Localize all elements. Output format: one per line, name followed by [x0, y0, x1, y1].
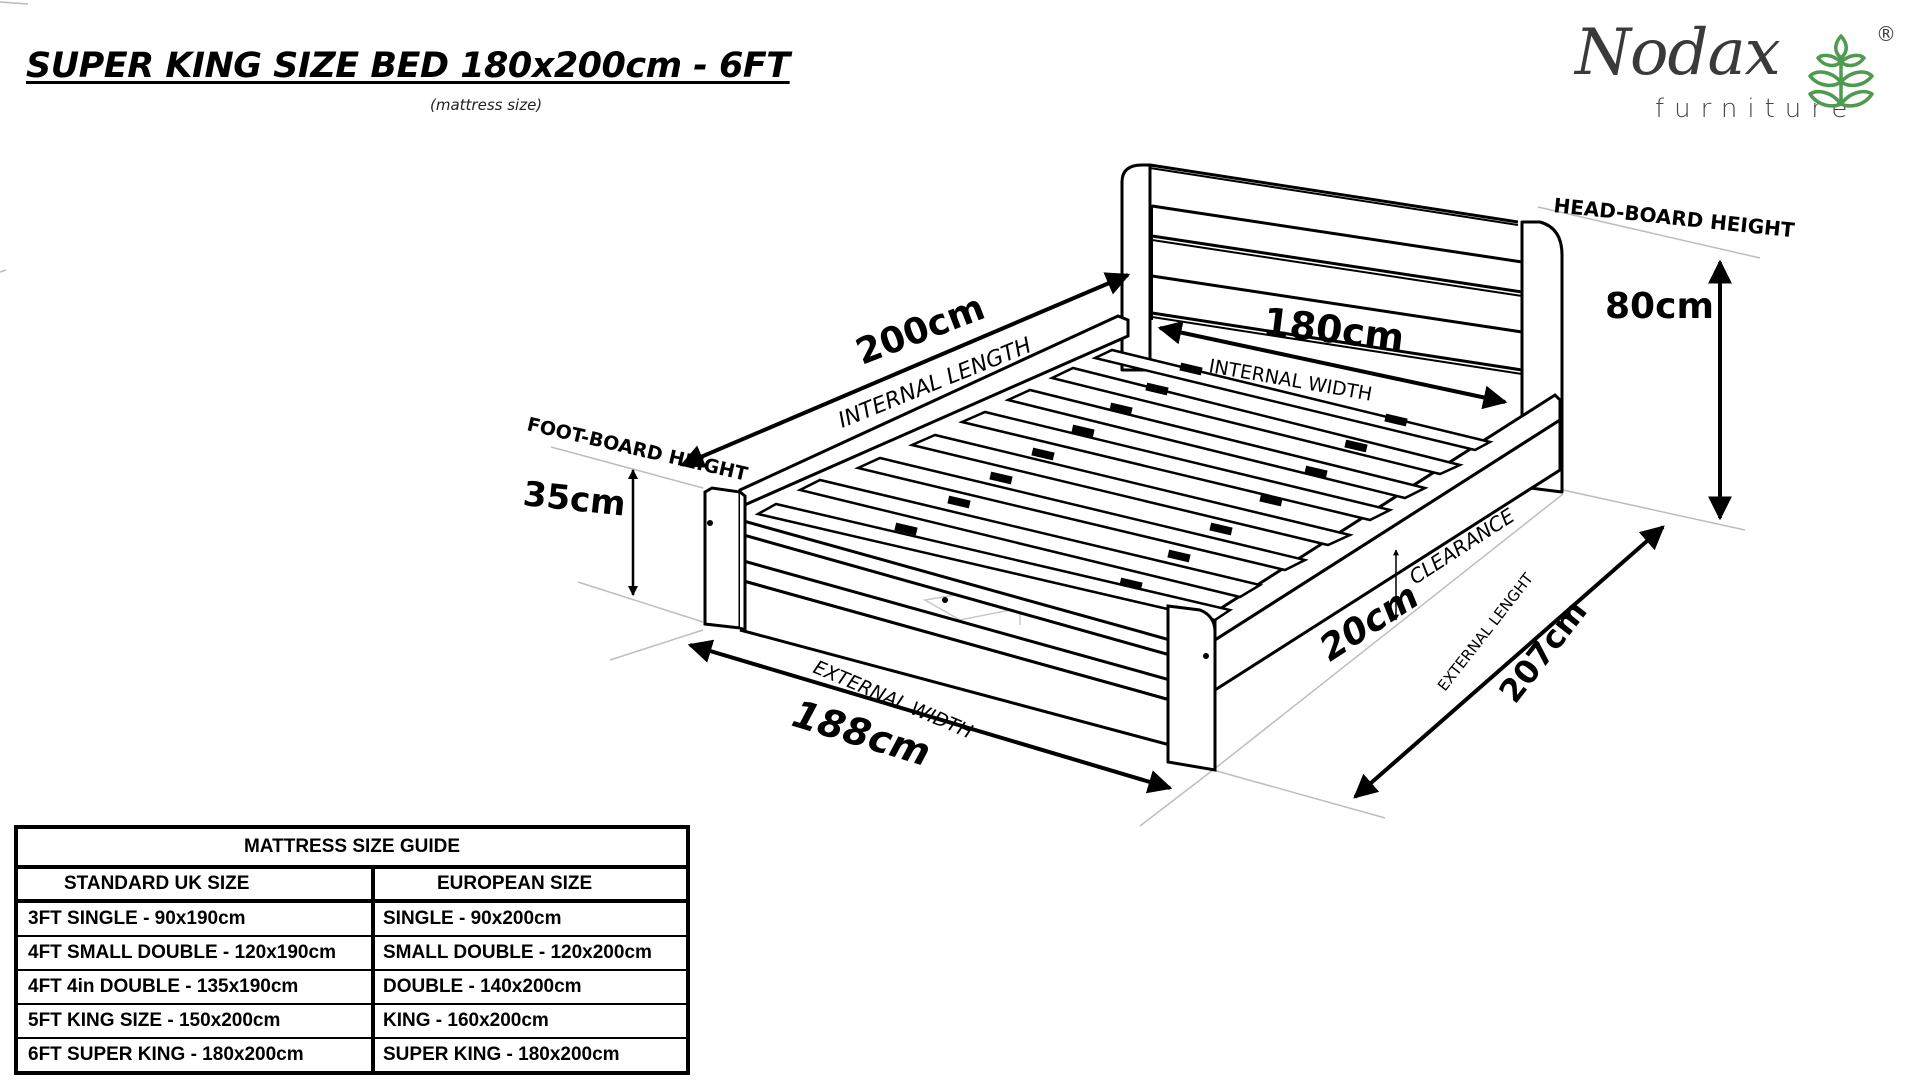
uk-size-cell: 4FT SMALL DOUBLE - 120x190cm: [18, 937, 375, 969]
eu-size-cell: SMALL DOUBLE - 120x200cm: [383, 942, 652, 963]
headboard-height-label: HEAD-BOARD HEIGHT: [1552, 193, 1795, 242]
table-row: 6FT SUPER KING - 180x200cm SUPER KING - …: [18, 1039, 686, 1071]
eu-size-cell: KING - 160x200cm: [383, 1010, 549, 1031]
footboard-height-value: 35cm: [521, 474, 628, 525]
uk-size-cell: 4FT 4in DOUBLE - 135x190cm: [18, 971, 375, 1003]
bolt: [942, 597, 948, 603]
bolt: [707, 520, 713, 526]
column-header-eu: EUROPEAN SIZE: [437, 873, 593, 894]
table-row: 4FT SMALL DOUBLE - 120x190cm SMALL DOUBL…: [18, 937, 686, 971]
table-row: 5FT KING SIZE - 150x200cm KING - 160x200…: [18, 1005, 686, 1039]
table-row: 4FT 4in DOUBLE - 135x190cm DOUBLE - 140x…: [18, 971, 686, 1005]
page-subtitle: (mattress size): [430, 96, 543, 114]
table-row: 3FT SINGLE - 90x190cm SINGLE - 90x200cm: [18, 903, 686, 937]
table-title: MATTRESS SIZE GUIDE: [18, 829, 686, 869]
brand-name: Nodax: [1575, 16, 1781, 90]
uk-size-cell: 6FT SUPER KING - 180x200cm: [18, 1039, 375, 1071]
column-header-uk: STANDARD UK SIZE: [18, 869, 375, 899]
eu-size-cell: SUPER KING - 180x200cm: [383, 1044, 620, 1065]
leaf-icon: [1808, 34, 1874, 108]
eu-size-cell: SINGLE - 90x200cm: [383, 908, 562, 929]
edge-artifact: [0, 269, 7, 273]
table-header-row: STANDARD UK SIZE EUROPEAN SIZE: [18, 869, 686, 903]
bolt: [1203, 653, 1209, 659]
registered-mark: ®: [1876, 22, 1896, 46]
edge-artifact: [0, 1, 29, 5]
right-side-rail: [1213, 393, 1562, 692]
eu-size-cell: DOUBLE - 140x200cm: [383, 976, 582, 997]
headboard-height-value: 80cm: [1605, 286, 1714, 327]
mattress-size-guide-table: MATTRESS SIZE GUIDE STANDARD UK SIZE EUR…: [14, 825, 690, 1075]
brand-logo: Nodax furniture ®: [1570, 10, 1910, 130]
left-foot-post: [703, 486, 747, 633]
uk-size-cell: 5FT KING SIZE - 150x200cm: [18, 1005, 375, 1037]
page-title: SUPER KING SIZE BED 180x200cm - 6FT: [26, 46, 790, 86]
internal-width-value: 180cm: [1261, 299, 1407, 360]
dimension-arrows: [628, 259, 1732, 799]
uk-size-cell: 3FT SINGLE - 90x190cm: [18, 903, 375, 935]
right-foot-post: [1166, 604, 1217, 772]
